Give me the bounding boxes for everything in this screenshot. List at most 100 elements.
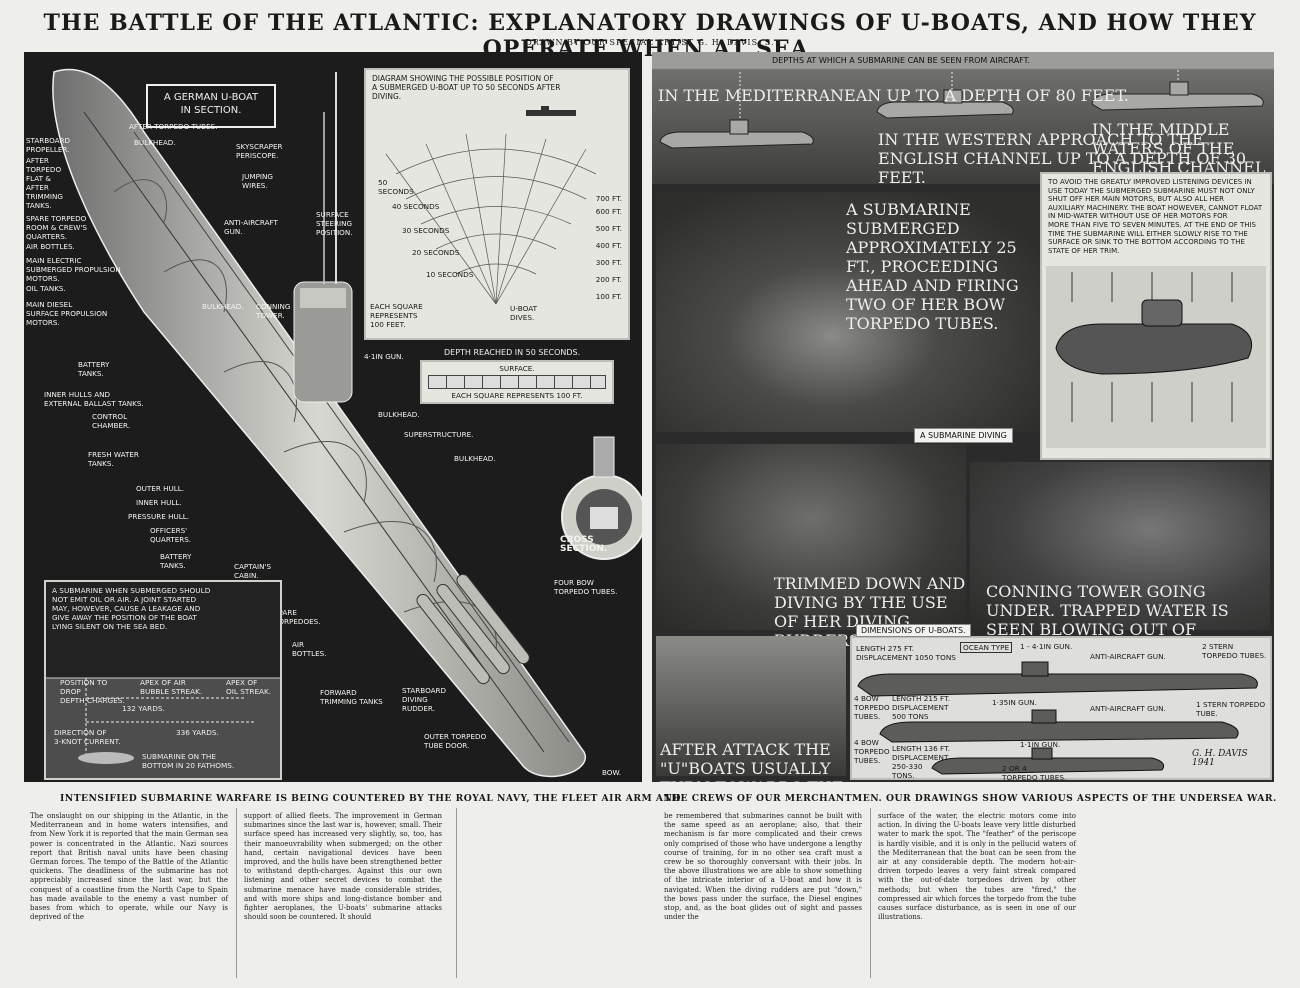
dive-start-label: U-BOAT DIVES. — [510, 304, 538, 322]
boat2-specs: LENGTH 215 FT. DISPLACEMENT 500 TONS — [892, 694, 951, 721]
label-anti-aircraft-gun: ANTI-AIRCRAFT GUN. — [224, 218, 278, 236]
oil-label-position: POSITION TO DROP DEPTH CHARGES. — [60, 678, 125, 705]
dive-diagram-graph — [385, 106, 597, 305]
dive-sec-30: 30 SECONDS — [402, 226, 450, 235]
label-fresh-water-tanks: FRESH WATER TANKS. — [88, 450, 139, 468]
dimensions-box: DIMENSIONS OF U-BOATS. LENGTH 275 FT. DI… — [850, 624, 1272, 782]
boat3-tubes: 2 OR 4 TORPEDO TUBES. — [1002, 764, 1067, 782]
submarine-depth-drawings — [659, 70, 1264, 149]
depth-box: SURFACE. EACH SQUARE REPRESENTS 100 FT. — [420, 360, 614, 404]
label-conning-tower: CONNING TOWER. — [256, 302, 291, 320]
dive-sec-10: 10 SECONDS — [426, 270, 474, 279]
caption-left: INTENSIFIED SUBMARINE WARFARE IS BEING C… — [60, 793, 681, 804]
visibility-title: DEPTHS AT WHICH A SUBMARINE CAN BE SEEN … — [772, 56, 1031, 65]
label-inner-hulls: INNER HULLS AND EXTERNAL BALLAST TANKS. — [44, 390, 144, 408]
label-oil-tanks: OIL TANKS. — [26, 284, 66, 293]
boat1-stern: 2 STERN TORPEDO TUBES. — [1202, 642, 1267, 660]
boat1-specs: LENGTH 275 FT. DISPLACEMENT 1050 TONS — [856, 644, 956, 662]
oil-label-336: 336 YARDS. — [176, 728, 219, 737]
ocean-type-tag: OCEAN TYPE — [960, 642, 1013, 653]
u-boat-section-panel: A GERMAN U-BOAT IN SECTION. AFTER TORPED… — [24, 52, 642, 782]
label-outer-torpedo-door: OUTER TORPEDO TUBE DOOR. — [424, 732, 487, 750]
label-after-torpedo-tubes: AFTER TORPEDO TUBES. — [129, 122, 218, 131]
dive-feet-400: 400 FT. — [595, 241, 622, 250]
label-jumping-wires: JUMPING WIRES. — [242, 172, 273, 190]
torpedo-firing-scene: A SUBMARINE SUBMERGED APPROXIMATELY 25 F… — [656, 192, 1046, 432]
operations-panel: DEPTHS AT WHICH A SUBMARINE CAN BE SEEN … — [652, 52, 1274, 782]
label-inner-hull: INNER HULL. — [136, 498, 182, 507]
label-bow: BOW. — [602, 768, 622, 777]
depth-box-note: EACH SQUARE REPRESENTS 100 FT. — [451, 391, 583, 400]
boat2-stern: 1 STERN TORPEDO TUBE. — [1196, 700, 1266, 718]
label-spare-torpedo-room: SPARE TORPEDO ROOM & CREW'S QUARTERS. — [26, 214, 87, 241]
column-rule — [236, 808, 237, 978]
depth-scale-bar — [428, 375, 606, 389]
label-surface-steering: SURFACE STEERING POSITION. — [316, 210, 353, 237]
oil-leak-text: A SUBMARINE WHEN SUBMERGED SHOULD NOT EM… — [52, 586, 211, 631]
body-column-1: The onslaught on our shipping in the Atl… — [30, 812, 228, 922]
oil-leak-diagram — [46, 677, 280, 778]
label-bulkhead-mid: BULKHEAD. — [202, 302, 244, 311]
boat3-gun: 1·1IN GUN. — [1020, 740, 1061, 749]
dive-sec-50: 50 SECONDS — [378, 178, 414, 196]
conning-tower-scene: CONNING TOWER GOING UNDER. TRAPPED WATER… — [970, 462, 1270, 677]
label-bulkhead-fwd: BULKHEAD. — [378, 410, 420, 419]
oil-label-132: 132 YARDS. — [122, 704, 165, 713]
cross-section-label: CROSS SECTION. — [560, 535, 608, 554]
trimmed-down-scene: TRIMMED DOWN AND DIVING BY THE USE OF HE… — [656, 444, 966, 650]
label-battery-tanks-fwd: BATTERY TANKS. — [160, 552, 192, 570]
boat2-aa: ANTI-AIRCRAFT GUN. — [1090, 704, 1166, 713]
oil-label-oil-apex: APEX OF OIL STREAK. — [226, 678, 272, 696]
label-bulkhead-aft: BULKHEAD. — [134, 138, 176, 147]
body-column-3: be remembered that submarines cannot be … — [664, 812, 862, 922]
label-outer-hull: OUTER HULL. — [136, 484, 185, 493]
page-title: THE BATTLE OF THE ATLANTIC: EXPLANATORY … — [43, 10, 1257, 62]
section-title: A GERMAN U-BOAT IN SECTION. — [163, 92, 259, 116]
column-rule — [456, 808, 457, 978]
boat2-bow: 4 BOW TORPEDO TUBES. — [854, 738, 890, 765]
label-spare-torpedoes: SPARE TORPEDOES. — [274, 608, 321, 626]
dive-diagram-box: DIAGRAM SHOWING THE POSSIBLE POSITION OF… — [364, 68, 630, 340]
boat1-bow: 4 BOW TORPEDO TUBES. — [854, 694, 890, 721]
dimensions-tag: DIMENSIONS OF U-BOATS. — [856, 624, 971, 637]
hovering-submarine-drawing — [1046, 266, 1266, 448]
dive-feet-500: 500 FT. — [595, 224, 622, 233]
boat1-gun: 1 - 4·1IN GUN. — [1020, 642, 1073, 651]
artist-signature: G. H. DAVIS 1941 — [1192, 749, 1248, 768]
dive-feet-200: 200 FT. — [595, 275, 622, 284]
dive-feet-300: 300 FT. — [595, 258, 622, 267]
byline: DRAWN BY OUR SPECIAL ARTIST G. H. DAVIS,… — [525, 38, 775, 47]
caption-right: THE CREWS OF OUR MERCHANTMEN. OUR DRAWIN… — [664, 793, 1277, 804]
diving-tag: A SUBMARINE DIVING — [914, 428, 1013, 443]
visibility-mediterranean: IN THE MEDITERRANEAN UP TO A DEPTH OF 80… — [658, 86, 1129, 105]
attack-scene: AFTER ATTACK THE "U"BOATS USUALLY TURN T… — [656, 636, 846, 782]
body-column-2: support of allied fleets. The improvemen… — [244, 812, 442, 922]
body-column-4: surface of the water, the electric motor… — [878, 812, 1076, 922]
label-bulkhead-bow: BULKHEAD. — [454, 454, 496, 463]
oil-label-air-apex: APEX OF AIR BUBBLE STREAK. — [140, 678, 203, 696]
label-officers-quarters: OFFICERS' QUARTERS. — [150, 526, 192, 544]
visibility-strip: DEPTHS AT WHICH A SUBMARINE CAN BE SEEN … — [652, 52, 1274, 348]
depth-box-title: DEPTH REACHED IN 50 SECONDS. — [444, 348, 581, 357]
dive-feet-700: 700 FT. — [595, 194, 622, 203]
firing-caption: A SUBMARINE SUBMERGED APPROXIMATELY 25 F… — [846, 200, 1019, 333]
label-main-electric-motors: MAIN ELECTRIC SUBMERGED PROPULSION MOTOR… — [26, 256, 121, 283]
attack-caption: AFTER ATTACK THE "U"BOATS USUALLY TURN T… — [660, 740, 844, 782]
label-starboard-propeller: STARBOARD PROPELLER. — [26, 136, 71, 154]
depth-box-surface: SURFACE. — [499, 364, 535, 373]
dive-diagram-title: DIAGRAM SHOWING THE POSSIBLE POSITION OF… — [372, 74, 561, 101]
column-rule — [870, 808, 871, 978]
label-air-bottles-fwd: AIR BOTTLES. — [292, 640, 327, 658]
label-forward-trimming-tanks: FORWARD TRIMMING TANKS — [320, 688, 383, 706]
label-after-torpedo-flat: AFTER TORPEDO FLAT & AFTER TRIMMING TANK… — [26, 156, 63, 210]
dive-square-note: EACH SQUARE REPRESENTS 100 FEET. — [370, 302, 423, 329]
u-boat-profiles — [857, 661, 1258, 775]
label-starboard-diving-rudder: STARBOARD DIVING RUDDER. — [402, 686, 447, 713]
dive-feet-600: 600 FT. — [595, 207, 622, 216]
label-superstructure: SUPERSTRUCTURE. — [404, 430, 474, 439]
label-four-bow-tubes: FOUR BOW TORPEDO TUBES. — [554, 578, 618, 596]
boat1-aa: ANTI-AIRCRAFT GUN. — [1090, 652, 1166, 661]
oil-label-current: DIRECTION OF 3-KNOT CURRENT. — [54, 728, 121, 746]
label-skyscraper-periscope: SKYSCRAPER PERISCOPE. — [236, 142, 283, 160]
dive-sec-20: 20 SECONDS — [412, 248, 460, 257]
